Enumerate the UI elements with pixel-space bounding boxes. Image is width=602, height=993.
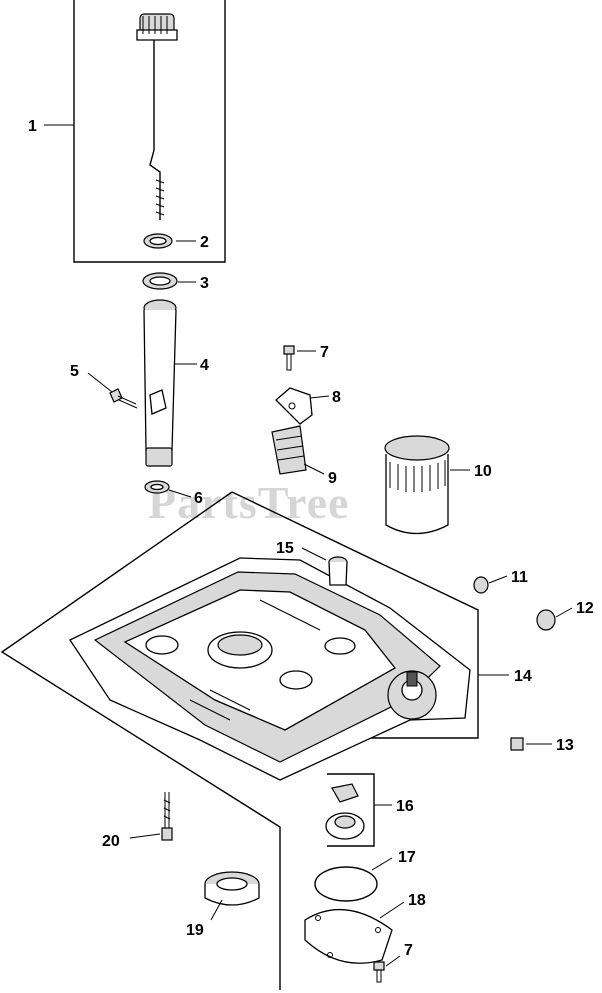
callout-14: 14	[514, 668, 532, 685]
callout-20: 20	[102, 833, 120, 850]
gear-set-16[interactable]	[325, 783, 365, 840]
o-ring-2[interactable]	[143, 233, 173, 249]
o-ring-17[interactable]	[314, 866, 378, 902]
callout-10: 10	[474, 463, 492, 480]
callout-15: 15	[276, 540, 294, 557]
callout-8: 8	[332, 389, 341, 406]
dipstick-group-frame	[73, 0, 226, 263]
leader-lines	[44, 124, 573, 967]
oil-pan-group-frame	[0, 491, 479, 990]
oil-pan[interactable]	[69, 557, 471, 781]
bracket-8[interactable]	[275, 387, 313, 425]
oil-fill-tube[interactable]	[143, 299, 177, 467]
screen-9[interactable]	[271, 425, 307, 475]
callout-16: 16	[396, 798, 414, 815]
callout-labels: 1 2 3 4 5 6 7 8 9 10 11 12 13 14 15 16 1…	[28, 118, 594, 959]
callout-17: 17	[398, 849, 416, 866]
callout-18: 18	[408, 892, 426, 909]
gear-group-frame	[327, 773, 375, 847]
plug-11[interactable]	[473, 576, 489, 594]
callout-12: 12	[576, 600, 594, 617]
callout-4: 4	[200, 357, 209, 374]
bolt-5[interactable]	[109, 388, 138, 409]
callout-7-bottom: 7	[404, 942, 413, 959]
callout-5: 5	[70, 363, 79, 380]
callout-13: 13	[556, 737, 574, 754]
callout-11: 11	[511, 569, 528, 586]
callout-9: 9	[328, 470, 337, 487]
pickup-15[interactable]	[328, 556, 348, 586]
callout-19: 19	[186, 922, 204, 939]
callout-6: 6	[194, 490, 203, 507]
screw-7-bottom[interactable]	[373, 961, 385, 983]
screw-7-top[interactable]	[283, 345, 295, 371]
callout-7-top: 7	[320, 344, 329, 361]
callout-1: 1	[28, 118, 37, 135]
cover-plate-18[interactable]	[304, 908, 393, 964]
dipstick[interactable]	[136, 13, 178, 220]
fitting-13[interactable]	[510, 737, 524, 751]
plug-12[interactable]	[536, 609, 556, 631]
callout-2: 2	[200, 234, 209, 251]
oil-filter[interactable]	[384, 435, 450, 535]
watermark: PartsTree	[148, 477, 349, 528]
bolt-20[interactable]	[161, 792, 173, 841]
oil-seal-19[interactable]	[204, 871, 260, 906]
o-ring-6[interactable]	[144, 480, 170, 494]
callout-3: 3	[200, 275, 209, 292]
o-ring-3[interactable]	[142, 272, 178, 290]
